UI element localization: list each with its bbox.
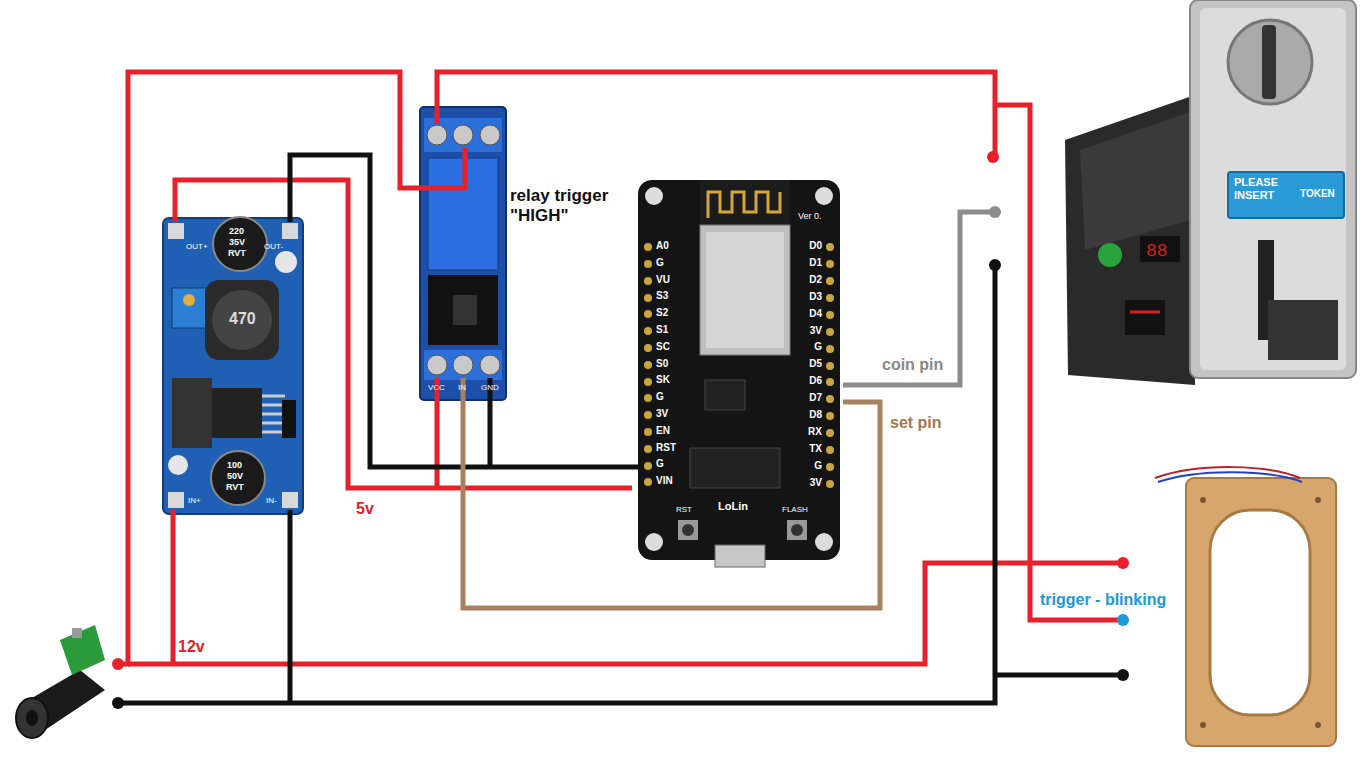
terminal-label: VCC (428, 383, 445, 392)
voltage-label: 5v (356, 500, 374, 518)
pin-label: G (656, 257, 664, 269)
pin-label: S2 (656, 307, 668, 319)
button-label: FLASH (782, 505, 808, 514)
nodemcu-board (638, 180, 840, 567)
svg-text:88: 88 (1146, 241, 1168, 261)
buck-converter (163, 217, 303, 514)
pin-label: 3V (656, 408, 668, 420)
wires (118, 72, 1118, 703)
capacitor-text: RVT (226, 482, 244, 492)
pin-label: S0 (656, 358, 668, 370)
terminal-label: IN+ (188, 496, 201, 505)
capacitor-text: 50V (227, 471, 243, 481)
annotation: relay trigger "HIGH" (510, 186, 635, 225)
pin-label: D7 (809, 392, 822, 404)
pin-label: SK (656, 374, 670, 386)
signal-label: set pin (890, 414, 942, 432)
button-label: RST (676, 505, 692, 514)
terminal-label: IN (458, 383, 466, 392)
pin-label: D4 (809, 308, 822, 320)
coin-acceptor: 88 (1065, 0, 1356, 385)
pin-label: G (814, 460, 822, 472)
pin-label: D5 (809, 358, 822, 370)
signal-label: trigger - blinking (1040, 591, 1166, 609)
sensor-frame (1155, 467, 1336, 746)
pin-label: S3 (656, 290, 668, 302)
pin-label: G (814, 341, 822, 353)
pin-label: VIN (656, 475, 673, 487)
terminal-label: GND (481, 383, 499, 392)
pin-label: D8 (809, 409, 822, 421)
pin-label: EN (656, 425, 670, 437)
signal-label: coin pin (882, 356, 943, 374)
terminal-dots (112, 151, 1129, 709)
capacitor-text: 35V (229, 237, 245, 247)
pin-label: D3 (809, 291, 822, 303)
capacitor-text: 100 (227, 460, 242, 470)
terminal-label: IN- (266, 496, 277, 505)
pin-label: VU (656, 274, 670, 286)
pin-label: G (656, 391, 664, 403)
pin-label: 3V (810, 325, 822, 337)
panel-text: PLEASE INSERT (1234, 176, 1286, 201)
inductor-text: 470 (229, 310, 256, 328)
pin-label: D2 (809, 274, 822, 286)
dc-jack (16, 625, 105, 738)
panel-text: TOKEN (1300, 188, 1335, 200)
pin-label: RST (656, 442, 676, 454)
pin-label: G (656, 458, 664, 470)
pin-label: RX (808, 426, 822, 438)
terminal-label: OUT- (264, 242, 283, 251)
terminal-label: OUT+ (186, 242, 208, 251)
pin-label: 3V (810, 477, 822, 489)
pin-label: D0 (809, 240, 822, 252)
pin-label: A0 (656, 240, 669, 252)
capacitor-text: 220 (229, 226, 244, 236)
pin-label: D1 (809, 257, 822, 269)
pin-label: SC (656, 341, 670, 353)
board-text: Ver 0. (798, 211, 822, 221)
voltage-label: 12v (178, 638, 205, 656)
pin-label: TX (809, 443, 822, 455)
pin-label: S1 (656, 324, 668, 336)
pin-label: D6 (809, 375, 822, 387)
board-text: LoLin (718, 500, 748, 513)
capacitor-text: RVT (228, 248, 246, 258)
